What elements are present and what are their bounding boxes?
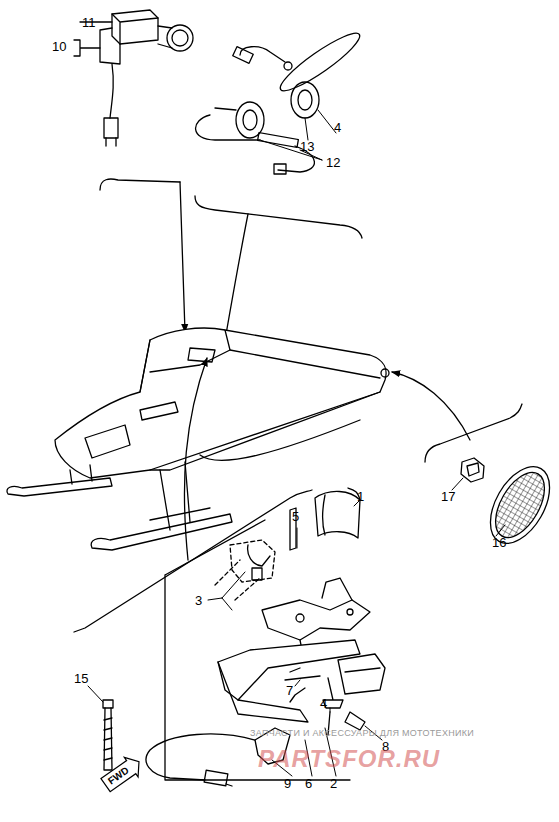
callout-number: 17 bbox=[441, 490, 455, 503]
callout-number: 13 bbox=[300, 140, 314, 153]
callout-number: 12 bbox=[326, 156, 340, 169]
callout-number: 9 bbox=[284, 777, 291, 790]
callout-number: 2 bbox=[330, 777, 337, 790]
callout-number: 10 bbox=[52, 40, 66, 53]
callout-number: 5 bbox=[292, 510, 299, 523]
watermark-text: ЗАПЧАСТИ И АКСЕССУАРЫ ДЛЯ МОТОТЕХНИКИ bbox=[250, 729, 474, 738]
callout-number: 15 bbox=[74, 672, 88, 685]
callout-number: 1 bbox=[357, 490, 364, 503]
callout-number: 16 bbox=[492, 536, 506, 549]
callout-number: 6 bbox=[305, 777, 312, 790]
arrow-shape bbox=[99, 752, 146, 795]
callout-number: 4 bbox=[334, 121, 341, 134]
watermark-logo: PARTSFOR.RU bbox=[258, 747, 440, 771]
callout-number: 7 bbox=[286, 684, 293, 697]
callout-number: 11 bbox=[82, 16, 96, 29]
callout-number: 3 bbox=[195, 594, 202, 607]
callout-number: 4 bbox=[320, 697, 327, 710]
